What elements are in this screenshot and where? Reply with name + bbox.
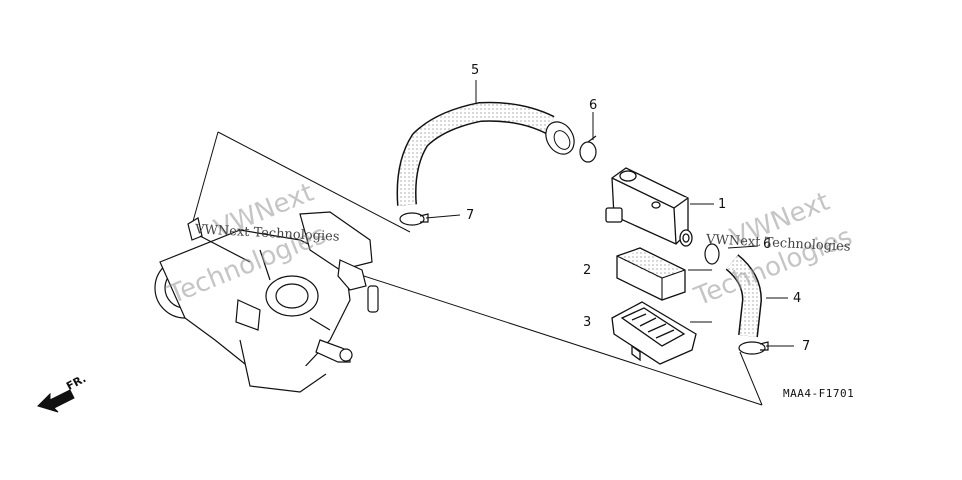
leader-lines [189,80,794,406]
callout-7-upper: 7 [466,208,475,223]
front-direction-arrow [37,389,75,413]
callout-6-lower: 6 [763,237,772,252]
callout-1: 1 [718,197,727,212]
filter-part-2 [616,247,686,301]
clamp-part-7-lower [738,341,769,355]
hose-part-5 [396,101,575,206]
callout-4: 4 [793,291,802,306]
callout-6-upper: 6 [589,98,598,113]
callout-2: 2 [583,263,592,278]
tray-part-3 [611,301,697,365]
clamp-part-7-upper [399,212,429,226]
valve-housing-part-1 [605,167,693,247]
callout-7-lower: 7 [802,339,811,354]
clip-part-6-upper [579,135,597,163]
clip-part-6-lower [704,243,720,265]
carburetor-assembly [154,211,379,393]
callout-3: 3 [583,315,592,330]
callout-5: 5 [471,63,480,78]
diagram-code: MAA4-F1701 [783,387,855,400]
hose-part-4 [725,254,763,338]
